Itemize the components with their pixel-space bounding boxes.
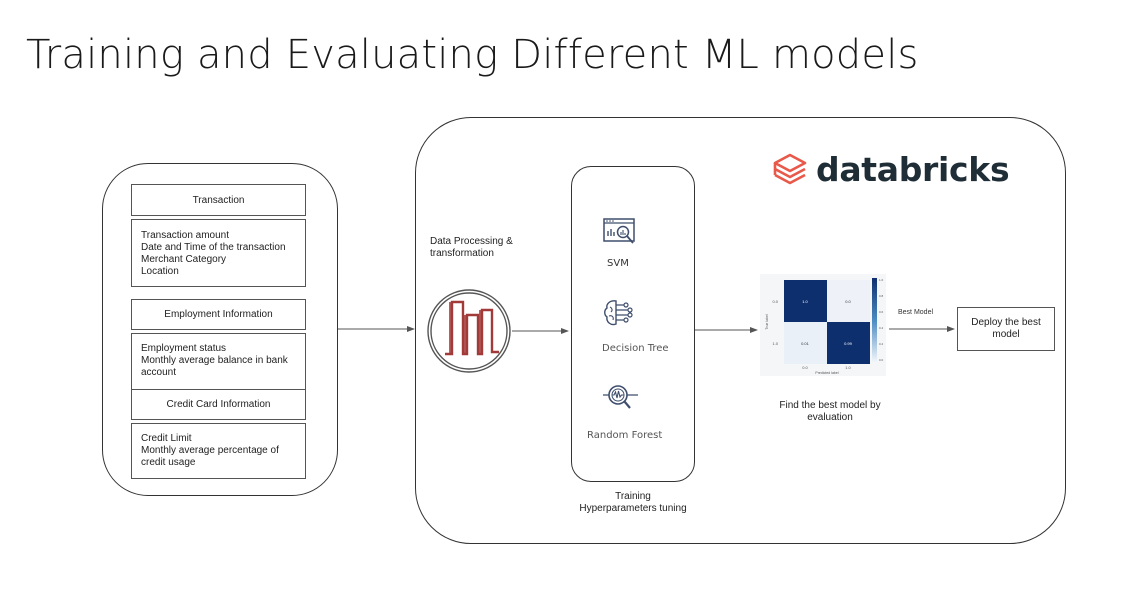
training-caption: Training Hyperparameters tuning <box>579 491 687 514</box>
cm-cell-1-0 <box>784 322 827 364</box>
cm-colorbar-tick: 0.8 <box>879 294 884 298</box>
field-item: Credit Limit <box>141 433 192 444</box>
cm-colorbar-tick: 0.4 <box>879 326 884 330</box>
cm-value: 1.0 <box>802 299 808 304</box>
section-header-label: Transaction <box>192 194 245 206</box>
cm-colorbar-tick: 0.6 <box>879 310 884 314</box>
field-item: Location <box>141 266 179 277</box>
databricks-logo: databricks <box>772 150 1010 189</box>
transaction-fields: Transaction amount Date and Time of the … <box>131 219 306 287</box>
cm-value: 0.0 <box>845 299 851 304</box>
field-item: Transaction amount <box>141 230 230 241</box>
cm-value: 0.99 <box>844 341 853 346</box>
cm-ylabel: True label <box>765 314 769 330</box>
cm-colorbar-tick: 0.0 <box>879 358 884 362</box>
employment-header: Employment Information <box>131 299 306 330</box>
evaluation-caption: Find the best model by evaluation <box>779 400 881 423</box>
section-header-label: Employment Information <box>164 309 273 320</box>
field-item: Merchant Category <box>141 254 227 265</box>
cm-xlabel: Predicted label <box>815 371 838 375</box>
cm-ytick: 1.0 <box>772 341 778 346</box>
field-item: Employment status <box>141 343 227 354</box>
analytics-search-icon <box>603 218 635 244</box>
transaction-header: Transaction <box>131 184 306 216</box>
field-item: Monthly average balance in bank account <box>141 355 288 378</box>
cm-ytick: 0.0 <box>772 299 778 304</box>
cm-xtick: 1.0 <box>845 365 851 370</box>
model-label-svm: SVM <box>607 258 629 269</box>
brain-circuit-icon <box>604 300 633 326</box>
cm-colorbar-tick: 0.2 <box>879 342 884 346</box>
best-model-arrow-label: Best Model <box>898 309 934 316</box>
cm-xtick: 0.0 <box>802 365 808 370</box>
databricks-wordmark: databricks <box>816 150 1010 189</box>
processing-label: Data Processing & transformation <box>430 236 513 259</box>
cm-colorbar <box>872 278 877 362</box>
model-label-decision-tree: Decision Tree <box>602 343 669 354</box>
cm-value: 0.01 <box>801 341 810 346</box>
bar-chart-circle-icon <box>427 289 511 373</box>
model-label-random-forest: Random Forest <box>587 430 663 441</box>
magnifier-waveform-icon <box>603 385 638 409</box>
cm-cell-0-0 <box>784 280 827 322</box>
confusion-matrix: 1.0 0.0 0.01 0.99 0.0 1.0 0.0 1.0 Predic… <box>760 274 886 376</box>
deploy-box: Deploy the best model <box>957 307 1055 351</box>
cm-cell-0-1 <box>827 280 870 322</box>
field-item: Date and Time of the transaction <box>141 242 286 253</box>
databricks-stack-icon <box>773 153 807 184</box>
credit-card-header: Credit Card Information <box>131 389 306 420</box>
section-header-label: Credit Card Information <box>166 399 271 410</box>
credit-card-fields: Credit Limit Monthly average percentage … <box>131 423 306 479</box>
cm-colorbar-tick: 1.0 <box>879 278 884 282</box>
field-item: Monthly average percentage of credit usa… <box>141 445 279 468</box>
page-title: Training and Evaluating Different ML mod… <box>26 32 919 78</box>
cm-cell-1-1 <box>827 322 870 364</box>
